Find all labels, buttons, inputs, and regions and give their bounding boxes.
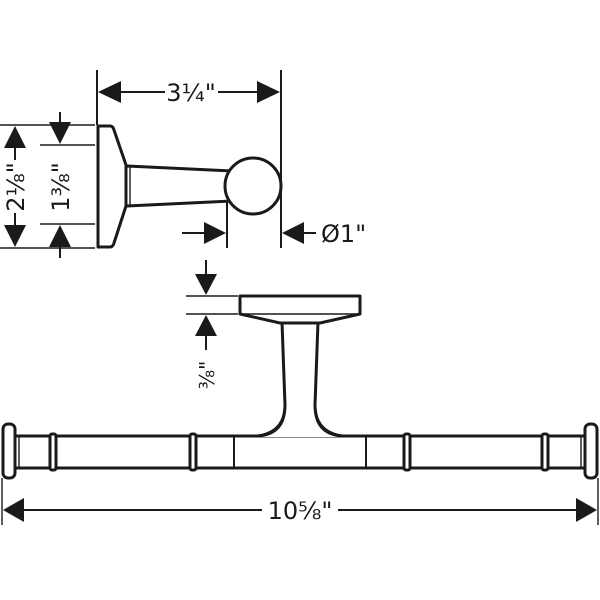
arrow-right-icon	[204, 222, 226, 244]
inner-height-label: 1⅜"	[47, 162, 75, 212]
end-cap-right	[583, 422, 599, 480]
arrow-down-icon	[4, 225, 26, 247]
arrow-left-icon	[98, 81, 121, 103]
wall-plate-front	[238, 294, 362, 325]
arrow-down-icon	[49, 122, 71, 144]
arrow-down-icon	[195, 274, 217, 295]
height-dimensions: 2⅛" 1⅜"	[0, 112, 95, 258]
overall-width-label: 10⅝"	[268, 497, 333, 525]
front-view	[1, 294, 599, 480]
depth-label: 3¼"	[166, 79, 216, 107]
roll-bar-section	[223, 156, 283, 216]
depth-dimension: 3¼"	[96, 70, 282, 248]
overall-width-dimension: 10⅝"	[1, 478, 599, 525]
bar-bands	[18, 432, 582, 472]
arm-side	[124, 164, 234, 208]
diameter-dimension: Ø1"	[182, 200, 366, 248]
arrow-left-icon	[282, 222, 304, 244]
arrow-right-icon	[576, 498, 597, 522]
side-view	[96, 124, 283, 249]
arrow-left-icon	[3, 498, 24, 522]
arrow-up-icon	[49, 225, 71, 247]
roll-bar-front	[10, 434, 590, 470]
diameter-label: Ø1"	[321, 220, 366, 248]
arrow-up-icon	[195, 315, 217, 336]
plate-thickness-label: ⅜"	[195, 361, 219, 390]
arrow-right-icon	[257, 81, 280, 103]
wall-plate-side	[96, 124, 128, 249]
end-cap-left	[1, 422, 17, 480]
plate-thickness-dimension: ⅜"	[186, 260, 238, 389]
plate-height-label: 2⅛"	[2, 162, 30, 212]
arrow-up-icon	[4, 126, 26, 148]
